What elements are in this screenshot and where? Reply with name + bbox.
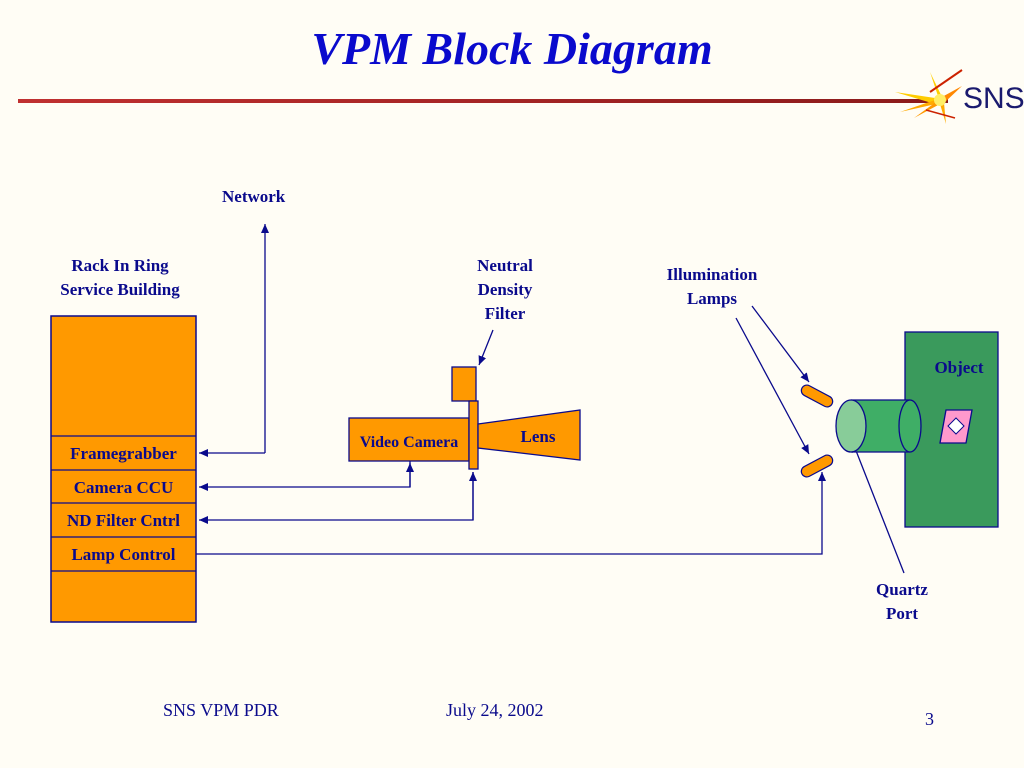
object-label: Object (934, 358, 984, 377)
lens-label: Lens (520, 427, 556, 446)
quartz-port-label: Quartz Port (862, 578, 942, 626)
lamp-lower (800, 454, 834, 478)
nd-filter-slide (468, 400, 479, 470)
quartz-port-face (835, 399, 867, 453)
lamp-pointer-lower (735, 317, 810, 455)
quartz-pointer (852, 442, 905, 574)
page-number: 3 (925, 709, 934, 729)
rack-label-line2: Service Building (60, 280, 180, 299)
rack-module-lamp-control: Lamp Control (71, 544, 176, 564)
video-camera-label: Video Camera (359, 434, 459, 451)
rack-label: Rack In Ring Service Building (40, 254, 200, 302)
rack-label-line1: Rack In Ring (71, 256, 169, 275)
nd-filter-link (199, 472, 474, 524)
rack-module-nd-filter-cntrl: ND Filter Cntrl (67, 510, 180, 530)
title-rule (18, 99, 948, 103)
sns-logo-text: SNS (963, 82, 1024, 115)
video-camera (348, 417, 470, 462)
nd-filter-label-line1: Neutral (477, 256, 533, 275)
nd-filter-label-line3: Filter (484, 304, 526, 323)
lamp-pointer-upper (751, 305, 810, 383)
object-target (939, 409, 973, 444)
sns-logo-icon (895, 69, 963, 124)
illumination-lamps-label: Illumination Lamps (652, 263, 772, 311)
quartz-label-line2: Port (885, 604, 919, 623)
rack-module-camera-ccu: Camera CCU (73, 477, 174, 497)
illumination-label-line2: Lamps (686, 289, 738, 308)
footer-left: SNS VPM PDR (163, 700, 279, 720)
camera-ccu-link (199, 461, 411, 491)
lamp-upper (800, 384, 834, 408)
lens (477, 409, 581, 461)
illumination-label-line1: Illumination (666, 265, 758, 284)
rack-module-framegrabber: Framegrabber (70, 443, 177, 463)
lamp-control-link (196, 472, 826, 555)
quartz-label-line1: Quartz (876, 580, 928, 599)
quartz-port-cylinder (835, 399, 922, 453)
nd-filter-head (451, 366, 477, 402)
nd-filter-pointer (478, 329, 494, 366)
network-label: Network (222, 187, 286, 206)
footer-date: July 24, 2002 (446, 700, 544, 720)
slide-title: VPM Block Diagram (311, 23, 713, 74)
nd-filter-label-line2: Density (477, 280, 533, 299)
nd-filter-label: Neutral Density Filter (460, 254, 550, 326)
